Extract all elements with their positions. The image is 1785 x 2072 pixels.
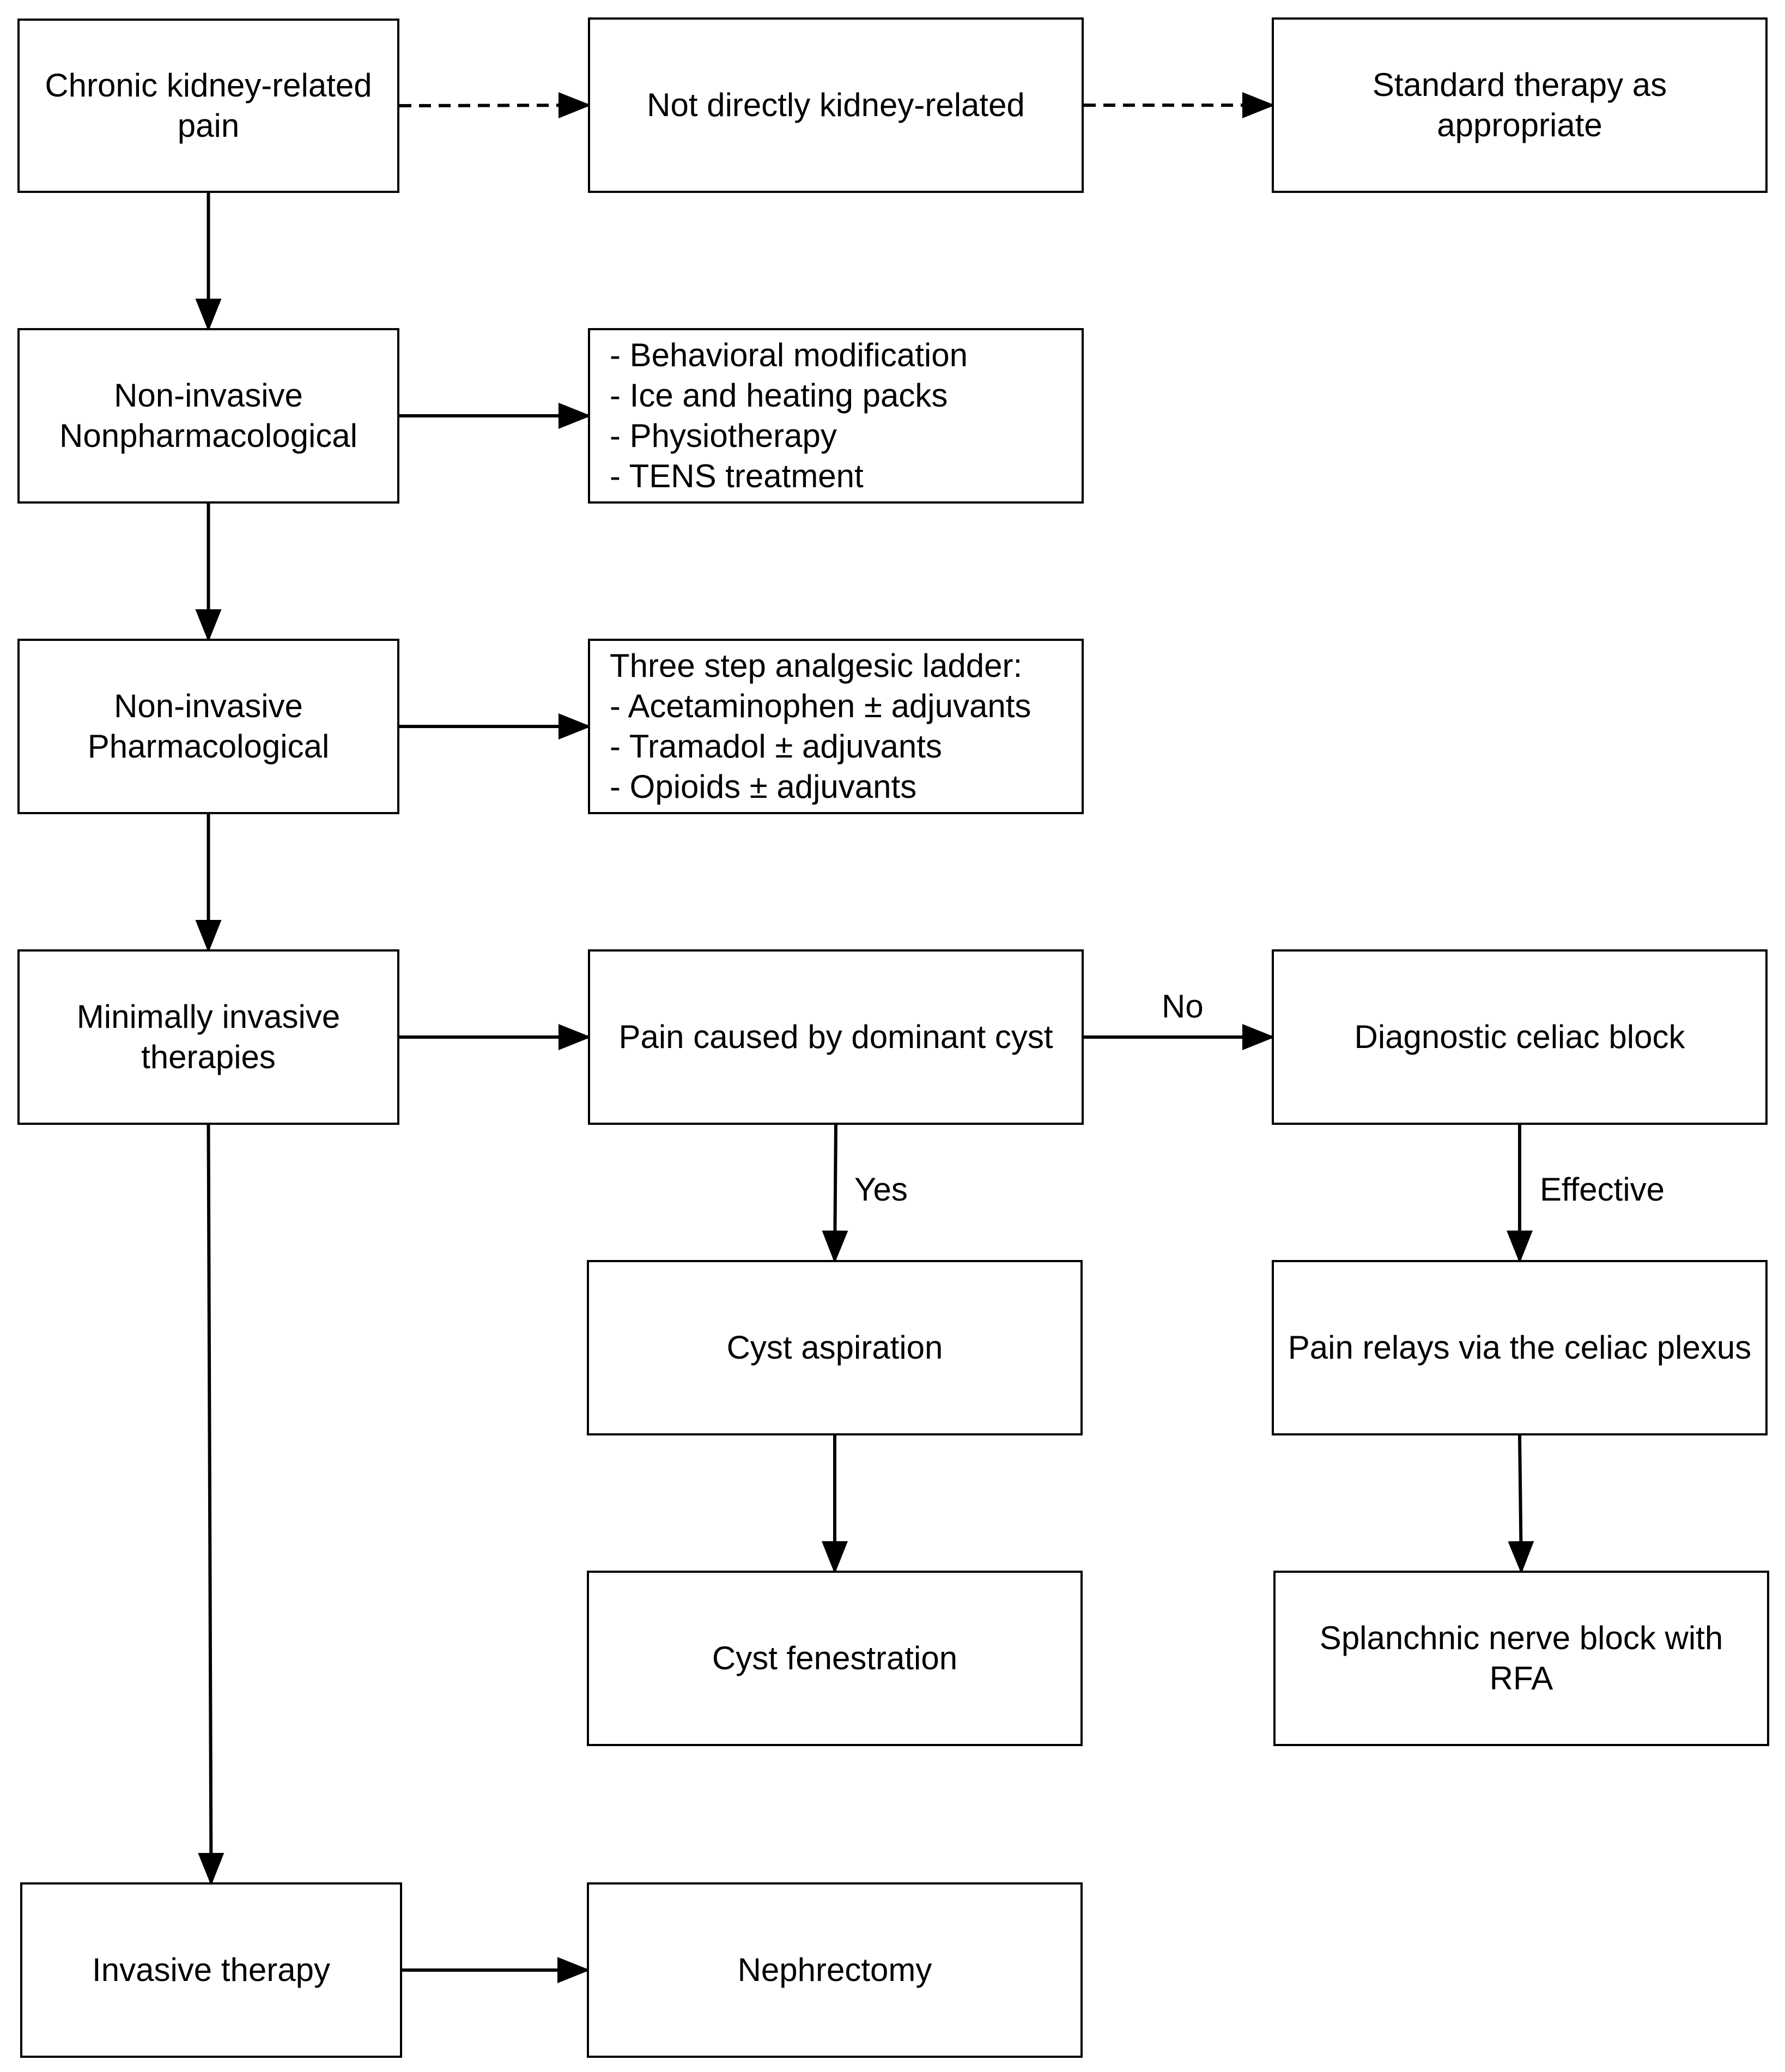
node-non-invasive-nonpharmacological: Non-invasive Nonpharmacological xyxy=(17,328,399,504)
list-line: - Physiotherapy xyxy=(610,417,837,454)
node-standard-therapy: Standard therapy as appropriate xyxy=(1272,17,1768,193)
node-cyst-fenestration: Cyst fenestration xyxy=(587,1571,1083,1746)
edge-dominant_cyst-to-aspiration xyxy=(822,1124,848,1263)
node-nonpharmacological-options-list: - Behavioral modification - Ice and heat… xyxy=(588,328,1084,504)
list-line: - TENS treatment xyxy=(610,458,864,494)
node-label: Standard therapy as appropriate xyxy=(1372,66,1667,143)
node-label: Nephrectomy xyxy=(737,1952,932,1988)
node-label: Non-invasive Pharmacological xyxy=(87,688,330,765)
list-lines: Three step analgesic ladder: - Acetamino… xyxy=(610,646,1031,807)
list-line: Three step analgesic ladder: xyxy=(610,647,1023,684)
node-chronic-kidney-related-pain: Chronic kidney-related pain xyxy=(17,19,399,193)
node-not-directly-kidney-related: Not directly kidney-related xyxy=(588,17,1084,193)
node-label: Invasive therapy xyxy=(92,1952,330,1988)
edge-label-effective: Effective xyxy=(1540,1171,1665,1208)
edge-celiac_plexus-to-splanchnic xyxy=(1508,1435,1534,1574)
node-label: Pain relays via the celiac plexus xyxy=(1288,1329,1752,1366)
node-diagnostic-celiac-block: Diagnostic celiac block xyxy=(1272,949,1768,1125)
node-label: Not directly kidney-related xyxy=(647,87,1025,123)
list-line: - Behavioral modification xyxy=(610,337,968,373)
node-label: Pain caused by dominant cyst xyxy=(618,1019,1053,1055)
list-line: - Tramadol ± adjuvants xyxy=(610,728,942,765)
node-pain-relays-via-celiac-plexus: Pain relays via the celiac plexus xyxy=(1272,1260,1768,1435)
node-minimally-invasive-therapies: Minimally invasive therapies xyxy=(17,949,399,1125)
node-pain-caused-by-dominant-cyst: Pain caused by dominant cyst xyxy=(588,949,1084,1125)
list-lines: - Behavioral modification - Ice and heat… xyxy=(610,335,968,496)
list-line: - Ice and heating packs xyxy=(610,377,948,414)
node-label: Cyst aspiration xyxy=(726,1329,943,1366)
node-label: Minimally invasive therapies xyxy=(76,998,341,1075)
node-analgesic-ladder-list: Three step analgesic ladder: - Acetamino… xyxy=(588,639,1084,814)
node-label: Cyst fenestration xyxy=(712,1640,958,1676)
node-label: Splanchnic nerve block with RFA xyxy=(1319,1620,1723,1697)
edge-label-yes: Yes xyxy=(854,1171,908,1208)
list-line: - Acetaminophen ± adjuvants xyxy=(610,688,1031,724)
node-splanchnic-nerve-block-rfa: Splanchnic nerve block with RFA xyxy=(1273,1571,1769,1746)
node-label: Non-invasive Nonpharmacological xyxy=(59,377,357,454)
node-non-invasive-pharmacological: Non-invasive Pharmacological xyxy=(17,639,399,814)
node-label: Chronic kidney-related pain xyxy=(45,67,372,144)
edge-label-no: No xyxy=(1162,988,1204,1025)
edge-minimally-to-invasive xyxy=(198,1124,224,1886)
node-cyst-aspiration: Cyst aspiration xyxy=(587,1260,1083,1435)
node-label: Diagnostic celiac block xyxy=(1354,1019,1685,1055)
edge-chronic-to-not_kidney xyxy=(399,92,591,119)
node-nephrectomy: Nephrectomy xyxy=(587,1882,1083,2058)
node-invasive-therapy: Invasive therapy xyxy=(20,1882,402,2058)
list-line: - Opioids ± adjuvants xyxy=(610,768,917,805)
